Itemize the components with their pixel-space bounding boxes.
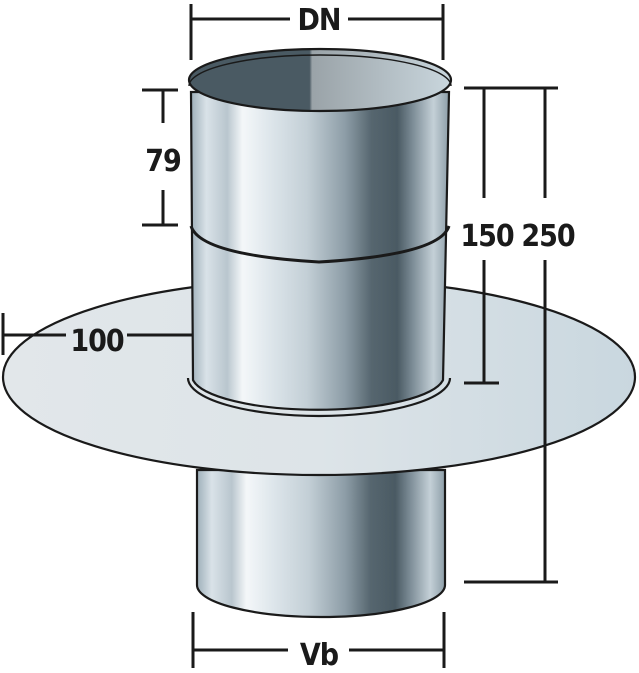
- dimension-dn: DN: [189, 3, 445, 60]
- seal-ring: [186, 377, 452, 418]
- lower-pipe: [195, 468, 447, 619]
- dimension-150: 150: [460, 86, 558, 385]
- dimension-label-vb: Vb: [300, 638, 339, 673]
- dimension-250: 250: [464, 88, 576, 584]
- dimension-vb: Vb: [191, 612, 446, 673]
- dimension-79: 79: [142, 88, 182, 227]
- dimension-100: 100: [1, 313, 192, 359]
- dimension-label-250: 250: [521, 219, 575, 254]
- pipe-top-opening: [187, 47, 453, 113]
- dimension-label-dn: DN: [298, 3, 341, 38]
- dimension-label-150: 150: [460, 219, 514, 254]
- sleeve-joint: [189, 225, 451, 264]
- dimension-label-79: 79: [145, 144, 181, 179]
- dimension-label-100: 100: [70, 324, 124, 359]
- upper-pipe: [186, 90, 452, 418]
